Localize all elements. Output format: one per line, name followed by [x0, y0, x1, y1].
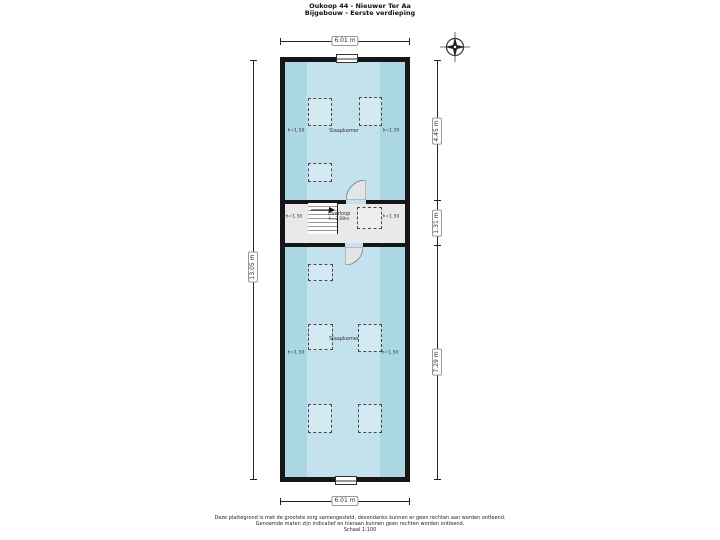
- dimension-label-bottom-width: 6.01 m: [331, 496, 359, 506]
- room-bottom-bedroom: [285, 247, 405, 477]
- room-name-label: Overloop: [327, 211, 351, 217]
- roof-window: [359, 97, 382, 126]
- dimension-tick: [250, 60, 257, 61]
- dimension-tick: [409, 38, 410, 45]
- dimension-tick: [280, 38, 281, 45]
- ceiling-height-label: h=2.08m: [328, 217, 350, 222]
- roof-window: [308, 163, 332, 182]
- room-name-label: Slaapkamer: [329, 336, 359, 342]
- roof-window: [308, 404, 332, 433]
- headroom-label: h=1.50: [285, 214, 303, 220]
- window: [336, 54, 358, 63]
- staircase: [308, 203, 338, 234]
- headroom-label: h=1.50: [382, 128, 400, 134]
- dimension-tick: [280, 498, 281, 505]
- wall: [366, 200, 405, 204]
- dimension-tick: [409, 498, 410, 505]
- dimension-label-right-bottom: 7.29 m: [432, 348, 442, 376]
- dimension-tick: [434, 479, 441, 480]
- door-swing: [345, 247, 363, 265]
- headroom-label: h=1.50: [382, 214, 400, 220]
- dimension-tick: [250, 479, 257, 480]
- dimension-line: [437, 60, 438, 480]
- dimension-label-left-height: 13.05 m: [248, 251, 258, 283]
- roof-window: [358, 324, 382, 352]
- landing-label-block: Overloop h=2.08m: [328, 211, 351, 223]
- window: [335, 476, 357, 485]
- roof-window: [357, 207, 382, 229]
- room-name-label: Slaapkamer: [329, 128, 359, 134]
- stair-direction-arrow: [311, 207, 335, 213]
- dimension-label-right-top: 4.45 m: [432, 117, 442, 145]
- room-top-bedroom: h=1.50 Slaapkamer h=1.50: [285, 62, 405, 200]
- room-landing: [285, 204, 405, 243]
- roof-window: [358, 404, 382, 433]
- plan-title: Oukoop 44 - Nieuwer Ter Aa Bijgebouw - E…: [0, 3, 720, 17]
- disclaimer-line: Genoemde maten zijn indicatief en hieraa…: [255, 521, 465, 527]
- headroom-label: h=1.50: [381, 350, 399, 356]
- scale-label: Schaal 1:100: [343, 527, 377, 533]
- title-floor: Bijgebouw - Eerste verdieping: [304, 9, 416, 17]
- dimension-tick: [434, 245, 441, 246]
- dimension-tick: [434, 60, 441, 61]
- disclaimer-line: Deze plattegrond is met de grootste zorg…: [214, 515, 506, 521]
- compass-icon: [437, 29, 473, 65]
- dimension-label-top-width: 6.01 m: [331, 36, 359, 46]
- wall: [363, 243, 405, 247]
- roof-window: [308, 98, 332, 126]
- door-swing: [346, 180, 366, 200]
- title-address: Oukoop 44 - Nieuwer Ter Aa: [309, 2, 411, 10]
- floorplan: h=1.50 Slaapkamer h=1.50 h=1.50 Overloop…: [280, 54, 410, 485]
- disclaimer: Deze plattegrond is met de grootste zorg…: [0, 515, 720, 533]
- headroom-label: h=1.50: [287, 350, 305, 356]
- dimension-label-right-middle: 1.31 m: [432, 209, 442, 237]
- roof-window: [308, 324, 333, 350]
- headroom-label: h=1.50: [287, 128, 305, 134]
- wall: [285, 200, 346, 204]
- dimension-tick: [434, 200, 441, 201]
- wall: [285, 243, 345, 247]
- roof-window: [308, 264, 333, 281]
